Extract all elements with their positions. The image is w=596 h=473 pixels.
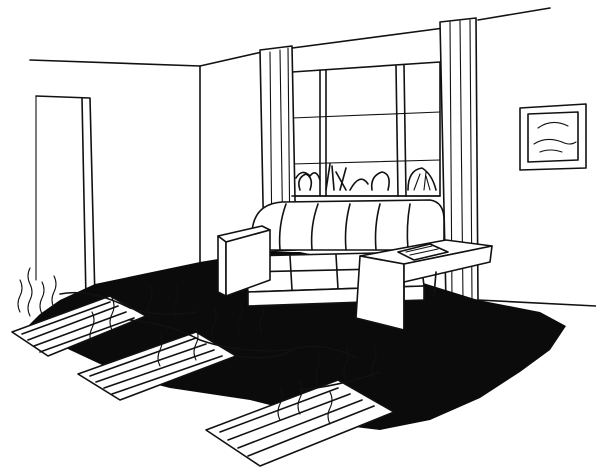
wall-picture <box>520 104 586 170</box>
window <box>292 62 440 196</box>
doorway <box>36 96 95 300</box>
potted-plants <box>292 164 440 196</box>
